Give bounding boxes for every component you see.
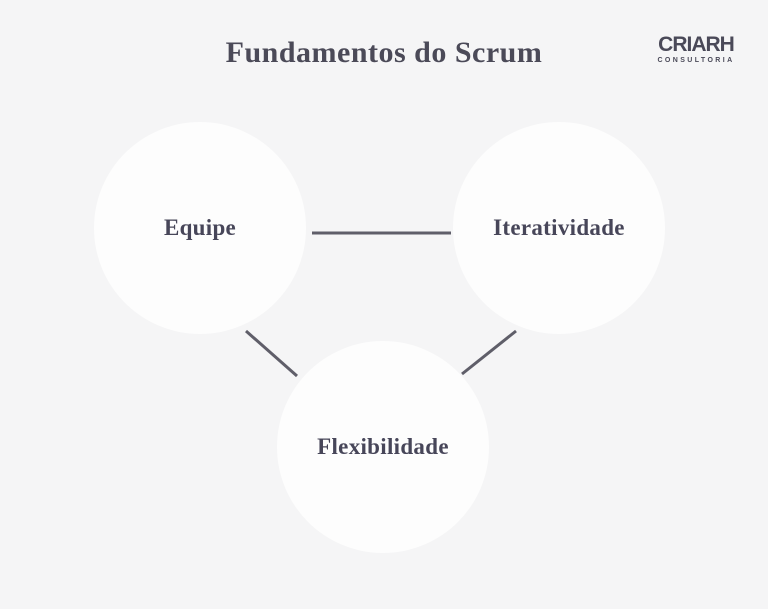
logo-wordmark: CRIARH [658, 33, 735, 56]
page-title: Fundamentos do Scrum [225, 36, 543, 69]
logo-subtitle: CONSULTORIA [657, 57, 735, 64]
edge-equipe-flexibilidade [245, 329, 298, 378]
node-iteratividade: Iteratividade [453, 122, 665, 334]
node-equipe: Equipe [94, 122, 306, 334]
node-flexibilidade: Flexibilidade [277, 341, 489, 553]
edge-iteratividade-flexibilidade [461, 329, 517, 376]
logo: CRIARH CONSULTORIA [648, 34, 744, 64]
node-iteratividade-label: Iteratividade [493, 215, 625, 240]
node-equipe-label: Equipe [163, 215, 237, 240]
node-flexibilidade-label: Flexibilidade [317, 434, 449, 459]
